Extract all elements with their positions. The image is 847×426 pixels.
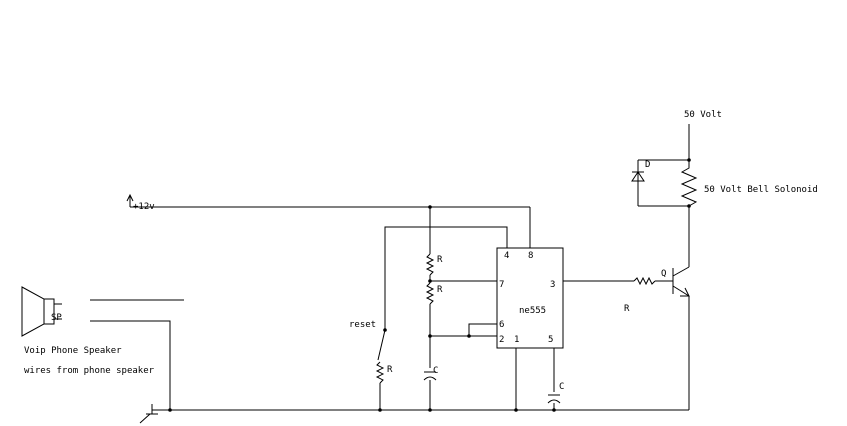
label-r1: R [437, 255, 443, 265]
label-transistor: Q [661, 269, 666, 279]
label-reset-resistor: R [387, 365, 393, 375]
label-cap-control: C [559, 382, 564, 392]
label-pin2: 2 [499, 335, 504, 345]
supply-symbol [126, 193, 134, 207]
label-pin6: 6 [499, 320, 504, 330]
transistor-q [672, 266, 690, 297]
label-speaker-wires: wires from phone speaker [24, 366, 155, 376]
label-pin4: 4 [504, 251, 509, 261]
label-diode: D [645, 160, 650, 170]
label-cap-timing: C [433, 366, 438, 376]
label-speaker-name: Voip Phone Speaker [24, 346, 122, 356]
label-ic-name: ne555 [519, 306, 546, 316]
label-pin5: 5 [548, 335, 553, 345]
label-reset: reset [349, 320, 376, 330]
label-pin1: 1 [514, 335, 519, 345]
resistor-reset [375, 361, 385, 384]
ground-symbol [139, 404, 158, 424]
label-pin7: 7 [499, 280, 504, 290]
pin4-wire [384, 226, 508, 330]
capacitor-timing [423, 371, 437, 381]
resistor-base [633, 276, 656, 286]
label-pin8: 8 [528, 251, 533, 261]
resistor-r1 [425, 253, 435, 276]
speaker-wire-bottom [90, 320, 171, 410]
label-supply: +12v [133, 202, 155, 212]
capacitor-control [547, 394, 561, 404]
label-r2: R [437, 285, 443, 295]
speaker-icon [21, 286, 62, 337]
solenoid-coil [680, 160, 698, 220]
reset-switch [377, 329, 386, 361]
label-high-voltage: 50 Volt [684, 110, 722, 120]
label-speaker-tag: SP [51, 313, 62, 323]
label-pin3: 3 [550, 280, 555, 290]
diode-d [631, 160, 645, 206]
label-base-resistor: R [624, 304, 630, 314]
resistor-r2 [425, 282, 435, 305]
ic-555 [496, 247, 564, 349]
label-solenoid: 50 Volt Bell Solonoid [704, 185, 818, 195]
